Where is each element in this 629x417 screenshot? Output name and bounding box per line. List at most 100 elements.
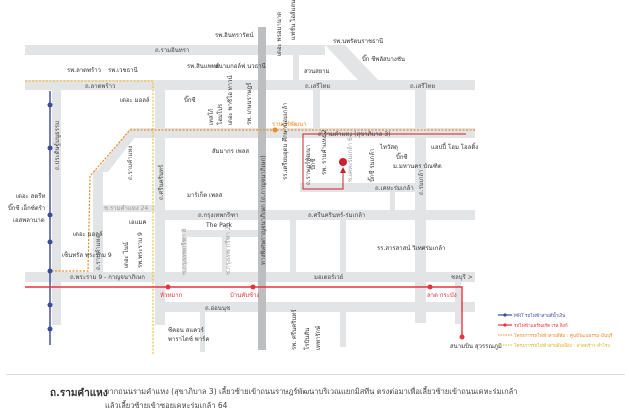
road-label: ซ.เคหะร่มเกล้า 64 <box>347 133 354 182</box>
road-label: ถ.เคหะร่มเกล้า <box>375 185 414 192</box>
station-hua-mak[interactable] <box>165 284 171 290</box>
directions-text: จากถนนรามคำแหง (สุขาภิบาล 3) เลี้ยวซ้ายเ… <box>105 385 545 413</box>
road-label: ถ.ร่มเกล้า <box>418 170 425 195</box>
place-label: สัมมากร เพลส <box>212 148 249 155</box>
road-label: ถ.พระราม 9 - กาญจนาภิเษก <box>70 274 145 281</box>
road-label: ถ.เสรีไทย <box>305 82 330 90</box>
legend-item: รถไฟฟ้าแอร์พอร์ต เรล ลิงก์ <box>514 322 568 329</box>
road-label: ถ.รามคำแหง (สุขาภิบาล 3) <box>318 131 390 138</box>
place-label: บิ๊กซี ร่มเกล้า <box>367 149 376 183</box>
directions-line: แล้วเลี้ยวซ้ายเข้าซอยเคหะร่มเกล้า 64 <box>105 401 228 410</box>
road-label: ซ.กรุงเทพ กรีฑา 20 <box>224 222 232 275</box>
road-srinakarin <box>155 80 165 325</box>
mrt-station[interactable] <box>47 268 53 274</box>
road-label: ถ.ลาดพร้าว <box>85 83 115 90</box>
road-label: ถ.เสรีไทย <box>410 82 435 90</box>
roads <box>25 27 475 352</box>
place-label: รพ. ศรีนครินทร์ <box>290 309 298 350</box>
station-suvarnabhumi[interactable] <box>459 334 465 340</box>
place-label: รพ. รามคำแหง 2 <box>321 129 328 175</box>
legend-arl-icon <box>503 323 507 327</box>
directions-line: จากถนนรามคำแหง (สุขาภิบาล 3) เลี้ยวซ้ายเ… <box>105 387 518 396</box>
airport-rail-link <box>25 286 463 337</box>
road-ramkhamhaeng-diag <box>96 128 142 172</box>
place-label: แฟชั่น ไอส์แลนด์ <box>289 0 297 40</box>
location-map: ถ.รามอินทรา ถ.ลาดพร้าว ถ.เสรีไทย ถ.เสรีไ… <box>8 0 613 355</box>
mrt-station[interactable] <box>47 212 53 218</box>
road-ramkhamhaeng-v <box>93 170 103 273</box>
place-label: เทสโก้ <box>207 108 215 125</box>
place-label: แฮปปี้ โฮม โฮลดิ้ง <box>431 141 478 151</box>
road-label: ถ.ศรีนครินทร์ <box>157 164 165 200</box>
yellow-line-route <box>25 80 154 355</box>
place-label: รพ.เวชธานี <box>108 66 138 74</box>
place-label: บิ๊กซี เอ็กซ์ตร้า <box>8 203 45 212</box>
place-label: รพ. เกษมราษฎร์ <box>245 82 253 125</box>
station-rat-phatthana[interactable] <box>272 127 278 133</box>
legend-item: โครงการรถไฟฟ้าสายสีส้ม : ศูนย์วัฒนธรรม-ม… <box>514 332 613 339</box>
directions-title: ถ.รามคำแหง <box>50 388 108 399</box>
place-label: บิ๊กซี <box>184 95 196 104</box>
arl-stations <box>165 284 465 340</box>
place-label: พาราไดซ์ พาร์ค <box>168 335 209 343</box>
road-kt8 <box>182 230 187 275</box>
place-label: The Park <box>205 222 233 229</box>
place-label: รพ.สินแพทย์ <box>187 62 219 70</box>
road-pradit <box>52 90 61 325</box>
road-ramintra <box>25 45 325 55</box>
place-label: เอแมค <box>129 219 147 226</box>
legend-item: MRT รถไฟฟ้าสายสีน้ำเงิน <box>514 312 566 319</box>
place-label: สนามบิน สุวรรณภูมิ <box>450 343 502 350</box>
road-label: ซ.รามคำแหง 24 <box>104 205 148 212</box>
road-link5 <box>455 282 461 324</box>
road-label: ซ.กรุงเทพกรีฑา 8 <box>180 228 188 275</box>
legend-mrt-icon <box>503 313 507 317</box>
station-lat-krabang[interactable] <box>427 284 433 290</box>
places: รพ.อินทรารัตน์ เดอะ พรอมานาด แฟชั่น ไอส์… <box>8 0 502 350</box>
station-ban-thap-chang[interactable] <box>250 284 256 290</box>
road-romklao <box>415 88 426 323</box>
road-kanchanaphisek-expressway <box>258 27 266 350</box>
road-label: ถ.กรุงเทพกรีฑา <box>198 211 239 219</box>
project-location-marker[interactable] <box>339 158 347 166</box>
place-label: สนามกอล์ฟ นวธานี <box>215 62 266 70</box>
station-label: ราษฎร์พัฒนา <box>272 120 307 128</box>
place-label: เดอะ สตรีท <box>16 192 45 200</box>
place-label: โฮมโปร <box>216 103 224 125</box>
road-label: มอเตอร์เวย์ <box>314 273 343 281</box>
mrt-station[interactable] <box>47 326 53 332</box>
place-label: เทพารักษ์ <box>314 326 322 350</box>
road-link <box>390 192 395 210</box>
place-label: มาร์เก็ต เพลส <box>187 190 223 199</box>
place-label: รพ.พระราม 9 <box>137 232 144 268</box>
road-ladprao-serithai <box>25 80 475 90</box>
legend-item: โครงการรถไฟฟ้าสายสีเหลือง : ลาดพร้าว-สำโ… <box>514 342 610 349</box>
divider <box>6 374 625 375</box>
road-label: ทางพิเศษกาญจนาภิเษก (ถ.กาญจนาภิเษก) <box>260 155 267 265</box>
mrt-station[interactable] <box>47 145 53 151</box>
road-rama9 <box>25 272 475 282</box>
road-diagonal <box>325 45 380 82</box>
place-label: สวนสยาม <box>304 68 330 75</box>
road-label: ถ.ประดิษฐ์มนูธรรม <box>53 121 61 170</box>
road-label: ถ.รามคำแหง <box>95 236 102 270</box>
place-label: รพ.ลาดพร้าว <box>67 67 101 74</box>
place-label: ม.มหานคร บัณฑิต <box>393 163 442 170</box>
station-label: บ้านทับช้าง <box>230 292 259 299</box>
road-link4 <box>340 220 346 272</box>
mrt-station[interactable] <box>47 302 53 308</box>
mrt-station[interactable] <box>47 102 53 108</box>
mrt-stations <box>47 102 53 332</box>
mrt-station[interactable] <box>47 239 53 245</box>
road-label: ถ.รามคำแหง <box>127 146 134 180</box>
road-label: ชลบุรี > <box>451 273 473 281</box>
legend: MRT รถไฟฟ้าสายสีน้ำเงิน รถไฟฟ้าแอร์พอร์ต… <box>498 312 613 349</box>
directions-footer: ถ.รามคำแหง จากถนนรามคำแหง (สุขาภิบาล 3) … <box>0 370 629 417</box>
place-label: ไทวัสดุ <box>379 143 398 151</box>
road-label: ถ.ราษฎร์พัฒนา <box>304 145 312 185</box>
road-label: ถ.รามอินทรา <box>155 47 189 54</box>
place-label: เดอะ มอลล์ <box>120 96 150 104</box>
road-label: ถ.อ่อนนุช <box>205 305 230 312</box>
road-rat-phatthana-north <box>313 88 320 130</box>
place-label: บิ๊กซี <box>308 158 317 170</box>
